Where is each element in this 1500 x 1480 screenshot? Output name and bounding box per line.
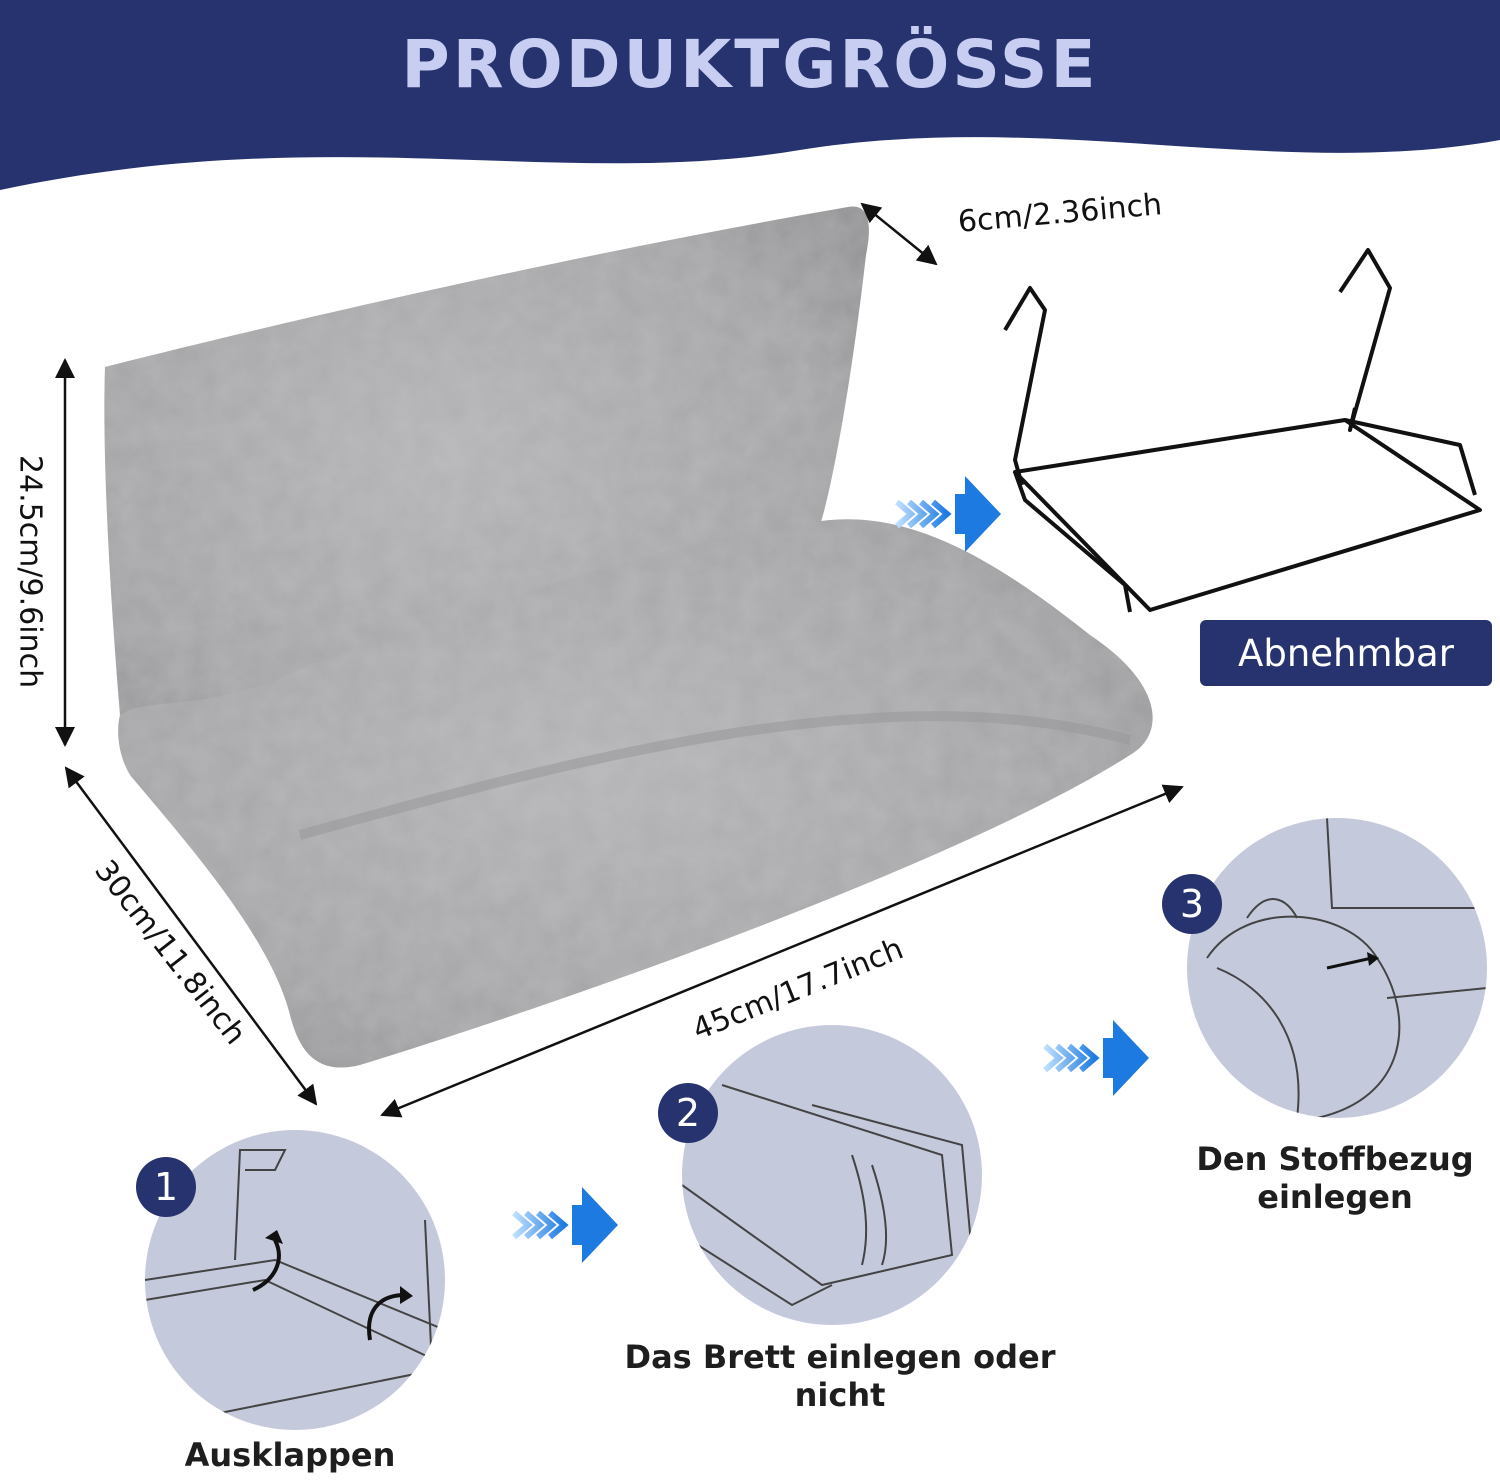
page-title: PRODUKTGRÖSSE: [401, 26, 1099, 103]
arrow-right-icon: [512, 1187, 618, 1263]
detachable-badge: Abnehmbar: [1200, 620, 1492, 686]
arrow-right-icon: [895, 476, 1001, 552]
height-dimension-label: 24.5cm/9.6inch: [12, 454, 48, 689]
step-3-image: [1187, 818, 1487, 1118]
step-1-caption: Ausklappen: [184, 1436, 396, 1474]
step-3-caption: Den Stoffbezug einlegen: [1196, 1140, 1474, 1216]
header-banner: [0, 0, 1500, 190]
arrow-right-icon: [1043, 1020, 1149, 1096]
wire-frame-image: [1003, 248, 1482, 613]
step-2-caption: Das Brett einlegen oder nicht: [624, 1338, 1056, 1414]
step-2-image: [682, 1025, 982, 1325]
step-1-number: 1: [136, 1157, 196, 1217]
step-3-number: 3: [1162, 874, 1222, 934]
step-2-number: 2: [658, 1083, 718, 1143]
